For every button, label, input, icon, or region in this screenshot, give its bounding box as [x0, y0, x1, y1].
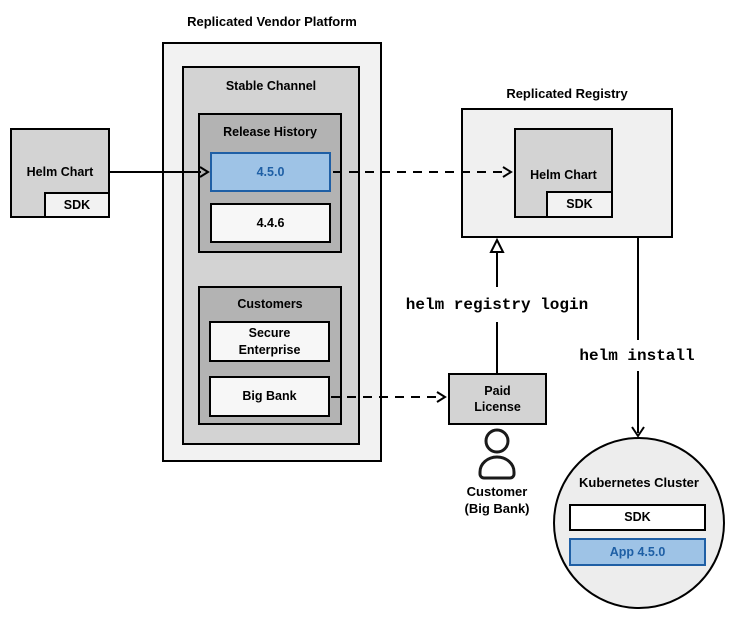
registry-title: Replicated Registry	[506, 86, 628, 101]
customer-label: Customer (Big Bank)	[464, 484, 530, 516]
kubernetes-cluster-title: Kubernetes Cluster	[579, 475, 699, 490]
helm-registry-login-label: helm registry login	[405, 296, 589, 314]
release-item-450: 4.5.0	[210, 152, 331, 192]
customer-item-big-bank: Big Bank	[209, 376, 330, 417]
vendor-platform-title: Replicated Vendor Platform	[187, 14, 357, 29]
source-helm-chart-label: Helm Chart	[26, 165, 94, 179]
arrow-registry-to-cluster	[631, 238, 645, 438]
customers-title: Customers	[237, 297, 303, 311]
release-history-title: Release History	[223, 125, 317, 139]
release-item-446: 4.4.6	[210, 203, 331, 243]
registry-helm-chart-label: Helm Chart	[530, 168, 597, 182]
customer-item-secure-enterprise: Secure Enterprise	[209, 321, 330, 362]
kubernetes-app-box: App 4.5.0	[569, 538, 706, 566]
helm-install-label: helm install	[579, 347, 695, 365]
source-sdk-box: SDK	[44, 192, 110, 218]
registry-sdk-box: SDK	[546, 191, 613, 218]
person-icon	[478, 428, 516, 480]
kubernetes-sdk-box: SDK	[569, 504, 706, 531]
paid-license-box: Paid License	[448, 373, 547, 425]
stable-channel-title: Stable Channel	[225, 79, 317, 93]
